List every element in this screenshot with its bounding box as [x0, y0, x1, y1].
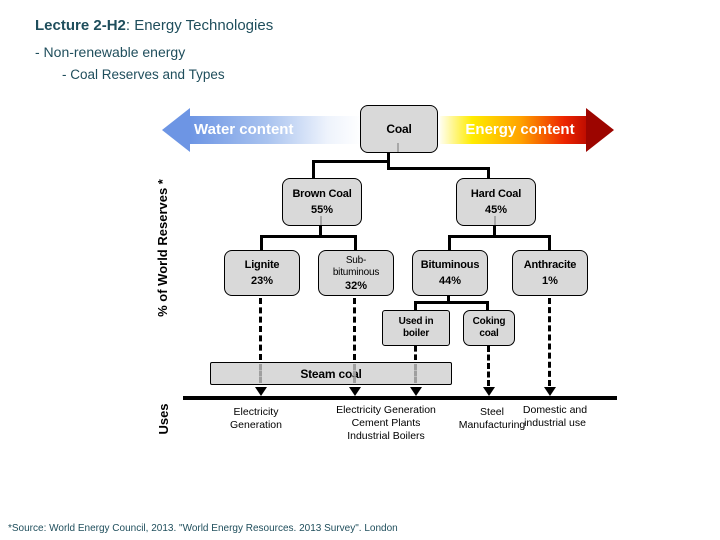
dashed-line-anthracite [548, 298, 551, 386]
connector-drop-bituminous [448, 235, 451, 250]
water-content-arrow-icon [162, 108, 190, 152]
reserves-axis-label: % of World Reserves * [155, 179, 170, 317]
node-used-in-boiler-label: Used in boiler [398, 316, 434, 339]
node-anthracite: Anthracite 1% [512, 250, 588, 296]
uses-axis-label: Uses [156, 403, 171, 435]
node-hard-coal-label: Hard Coal [470, 188, 522, 200]
node-brown-coal: Brown Coal 55% [282, 178, 362, 226]
node-anthracite-label: Anthracite [523, 259, 577, 271]
connector-bituminous-trunk [447, 296, 450, 303]
connector-drop-lignite [260, 235, 263, 250]
energy-content-label: Energy content [465, 121, 575, 138]
connector-brown-trunk [319, 226, 322, 237]
node-brown-coal-label: Brown Coal [292, 188, 352, 200]
node-coal: Coal [360, 105, 438, 153]
connector-brown-bar [260, 235, 357, 238]
steam-coal-bar: Steam coal [210, 362, 452, 385]
subtitle-coal-reserves: - Coal Reserves and Types [62, 67, 225, 82]
slide-title-lecture: Lecture 2-H2 [35, 17, 126, 34]
dashed-line-boiler-in-bar [414, 364, 417, 383]
connector-drop-anthracite [548, 235, 551, 250]
down-arrow-icon-lignite [254, 387, 267, 396]
dashed-line-coking [487, 346, 490, 386]
connector-drop-subbituminous [354, 235, 357, 250]
dashed-line-subbituminous-in-bar [353, 364, 356, 383]
water-content-label: Water content [194, 121, 294, 138]
slide-title: Lecture 2-H2: Energy Technologies [35, 17, 273, 34]
subtitle-non-renewable: - Non-renewable energy [35, 44, 186, 60]
node-coal-label: Coal [386, 122, 412, 136]
slide-title-rest: : Energy Technologies [125, 17, 274, 34]
use-label-electricity-generation: Electricity Generation [230, 406, 282, 431]
node-bituminous: Bituminous 44% [412, 250, 488, 296]
down-arrow-icon-coking [482, 387, 495, 396]
dashed-line-lignite [259, 298, 262, 360]
connector-bituminous-bar [414, 301, 489, 304]
dashed-line-boiler [414, 346, 417, 360]
down-arrow-icon-anthracite [543, 387, 556, 396]
energy-content-arrow-icon [586, 108, 614, 152]
node-used-in-boiler: Used in boiler [382, 310, 450, 346]
steam-coal-label: Steam coal [300, 366, 362, 381]
connector-root-right [387, 167, 490, 170]
node-coking-coal: Coking coal [463, 310, 515, 346]
connector-drop-boiler [414, 301, 417, 310]
anchor-stub-brown [320, 216, 322, 225]
node-anthracite-pct: 1% [542, 275, 558, 287]
connector-drop-coking [486, 301, 489, 310]
use-label-steel-manufacturing: Steel Manufacturing [458, 406, 526, 431]
node-brown-coal-pct: 55% [310, 204, 334, 216]
down-arrow-icon-boiler [409, 387, 422, 396]
connector-root-left [312, 160, 390, 163]
node-lignite: Lignite 23% [224, 250, 300, 296]
dashed-line-subbituminous [353, 298, 356, 360]
connector-drop-brown [312, 160, 315, 178]
node-subbituminous: Sub- bituminous 32% [318, 250, 394, 296]
node-subbituminous-label: Sub- bituminous [332, 254, 380, 278]
node-lignite-pct: 23% [250, 275, 274, 287]
source-footnote: *Source: World Energy Council, 2013. "Wo… [8, 523, 398, 534]
down-arrow-icon-subbituminous [348, 387, 361, 396]
node-bituminous-pct: 44% [438, 275, 462, 287]
connector-drop-hard [487, 167, 490, 180]
anchor-stub-coal [397, 143, 399, 152]
use-label-domestic: Domestic and industrial use [522, 404, 588, 429]
uses-baseline [183, 396, 617, 400]
connector-hard-bar [448, 235, 551, 238]
node-bituminous-label: Bituminous [420, 259, 480, 271]
node-hard-coal-pct: 45% [484, 204, 508, 216]
dashed-line-lignite-in-bar [259, 364, 262, 383]
energy-content-arrow-body [440, 116, 586, 144]
node-subbituminous-pct: 32% [344, 279, 368, 292]
node-coking-coal-label: Coking coal [472, 316, 506, 339]
water-content-arrow-body [190, 116, 362, 144]
node-lignite-label: Lignite [244, 259, 280, 271]
use-label-steam-coal: Electricity Generation Cement Plants Ind… [336, 404, 436, 442]
connector-hard-trunk [493, 226, 496, 237]
node-hard-coal: Hard Coal 45% [456, 178, 536, 226]
anchor-stub-hard [494, 216, 496, 225]
